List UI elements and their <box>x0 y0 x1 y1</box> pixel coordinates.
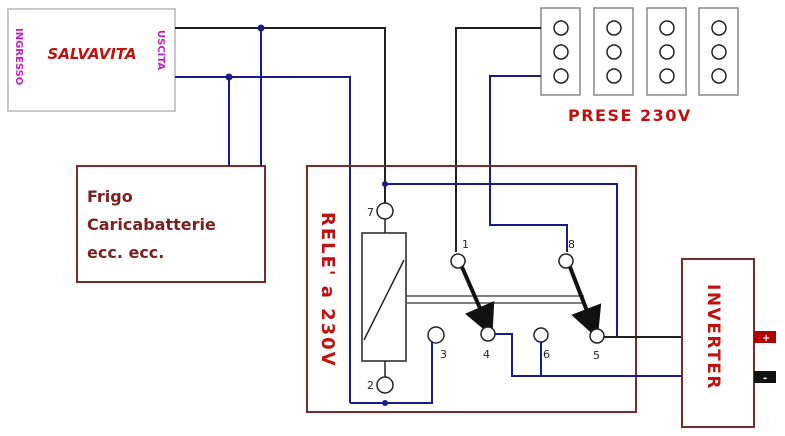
terminal-4-label: 4 <box>483 348 490 361</box>
terminal-7 <box>376 202 394 220</box>
salvavita-box: SALVAVITA INGRESSO USCITA <box>7 8 176 112</box>
wire-inner-top <box>385 183 618 337</box>
terminal-2 <box>376 376 394 394</box>
terminal-8-label: 8 <box>568 238 575 251</box>
wire-socket-to-8 <box>489 75 568 252</box>
terminal-7-label: 7 <box>367 206 374 219</box>
terminal-1 <box>450 253 466 269</box>
inverter-box: INVERTER + - <box>681 258 776 428</box>
terminal-5-label: 5 <box>593 349 600 362</box>
terminal-3-label: 3 <box>440 348 447 361</box>
salvavita-frame <box>7 8 176 112</box>
terminal-plus-label: + <box>762 333 770 344</box>
frigo-line-3: ecc. ecc. <box>87 243 164 262</box>
terminal-1-label: 1 <box>462 238 469 251</box>
terminal-8 <box>558 253 574 269</box>
socket-4 <box>698 7 739 96</box>
ingresso-label: INGRESSO <box>13 28 24 85</box>
switch-arm-1 <box>460 266 495 337</box>
wire-bottom-to-3 <box>350 342 433 404</box>
terminal-plus <box>754 331 776 343</box>
junction-dot-4 <box>382 400 388 406</box>
terminal-3 <box>427 326 445 344</box>
relay-coil-diagonal <box>363 259 405 341</box>
socket-1 <box>540 7 581 96</box>
uscita-label: USCITA <box>155 30 166 70</box>
rele-outer-frame <box>306 165 637 413</box>
terminal-6 <box>533 327 549 343</box>
rele-box: RELE' a 230V 7 2 1 4 8 5 3 <box>306 165 682 413</box>
terminal-5 <box>589 328 605 344</box>
salvavita-title: SALVAVITA <box>48 45 137 63</box>
terminal-minus <box>754 371 776 383</box>
terminal-2-label: 2 <box>367 379 374 392</box>
prese-wires <box>455 27 568 252</box>
wire-4-to-inverter <box>495 333 682 377</box>
frigo-line-2: Caricabatterie <box>87 215 216 234</box>
frigo-frame <box>76 165 266 283</box>
salvavita-wires <box>175 24 386 403</box>
inverter-frame <box>681 258 755 428</box>
wire-neutral <box>175 76 351 403</box>
socket-3 <box>646 7 687 96</box>
inverter-label: INVERTER <box>703 284 723 390</box>
wire-socket-to-1 <box>455 27 541 252</box>
socket-2 <box>593 7 634 96</box>
terminal-6-label: 6 <box>543 348 550 361</box>
relay-coil <box>361 232 407 362</box>
switch-arm-2 <box>568 266 602 339</box>
junction-dot-1 <box>257 24 265 32</box>
prese-group: PRESE 230V <box>540 7 739 125</box>
rele-label: RELE' a 230V <box>317 212 338 368</box>
frigo-line-1: Frigo <box>87 187 133 206</box>
frigo-box: Frigo Caricabatterie ecc. ecc. <box>76 165 266 283</box>
junction-dot-2 <box>225 73 233 81</box>
wire-phase-top <box>175 27 386 210</box>
terminal-minus-label: - <box>763 373 767 384</box>
terminal-4 <box>480 326 496 342</box>
prese-label: PRESE 230V <box>568 106 692 125</box>
junction-dot-3 <box>382 181 388 187</box>
